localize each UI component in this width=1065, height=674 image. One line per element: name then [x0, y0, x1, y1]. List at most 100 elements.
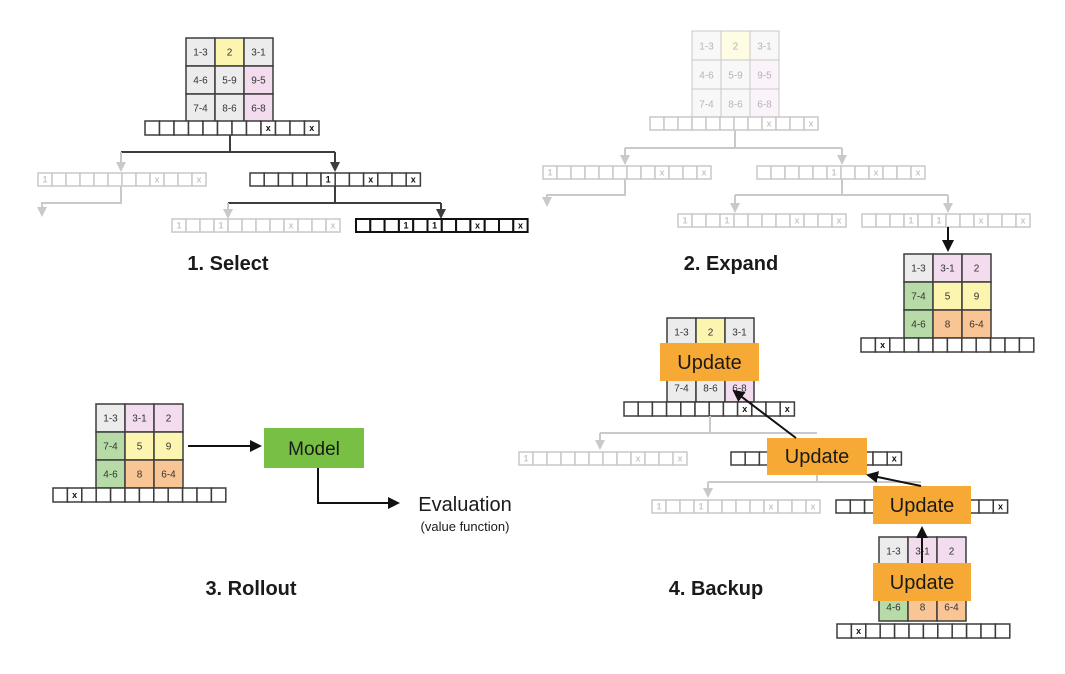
update-l1-label: Update: [785, 446, 850, 468]
bar-cell: [893, 623, 910, 639]
bar-cell: [875, 213, 891, 228]
board-cell-label: 8-6: [703, 384, 718, 395]
board-cell: [961, 309, 992, 339]
bar-cell: [917, 337, 934, 353]
one-mark: 1: [698, 501, 703, 511]
bar-cell: [574, 451, 590, 466]
bar-cell: [889, 337, 905, 353]
bar-cell: [978, 499, 995, 514]
bar-cell: [992, 499, 1009, 514]
bar-cell: [269, 218, 285, 233]
board-cell: [903, 281, 934, 311]
bar-cell: [640, 165, 656, 180]
bar-cell: [274, 120, 291, 136]
bar-cell: [691, 116, 707, 131]
board-cell-label: 6-8: [732, 384, 747, 395]
bar-cell: [405, 172, 422, 187]
bar-cell: [227, 218, 243, 233]
one-mark: 1: [218, 220, 223, 230]
bar-cell: [135, 172, 151, 187]
bar-cell: [775, 213, 791, 228]
bar-cell: [975, 337, 992, 353]
bar-cell: [644, 451, 660, 466]
x-mark: x: [810, 501, 815, 511]
bar-cell: [696, 165, 712, 180]
board-cell: [724, 317, 755, 347]
bar-cell: [291, 172, 308, 187]
bar-cell: [1018, 337, 1035, 353]
bar-cell: [872, 451, 888, 466]
bar-cell: [770, 165, 786, 180]
bar-cell: [153, 487, 169, 503]
board-cell-label: 1-3: [674, 328, 689, 339]
board-cell-label: 2: [708, 328, 714, 339]
board-cell-label: 9: [974, 292, 980, 303]
bar-cell: [1015, 213, 1031, 228]
bar-cell: [560, 451, 576, 466]
bar-cell: [483, 218, 501, 233]
board-cell: [153, 403, 184, 433]
bar-cell: [917, 213, 933, 228]
evaluation-label: Evaluation: [418, 494, 511, 516]
bar-cell: [303, 120, 320, 136]
bar-cell: [694, 401, 710, 417]
bar-cell: [187, 120, 204, 136]
bar-cell: [831, 213, 847, 228]
x-mark: x: [768, 501, 773, 511]
board-cell-label: 5: [137, 442, 143, 453]
rollout-bar: x: [52, 487, 227, 503]
board-cell-label: 6-4: [161, 470, 176, 481]
x-mark: x: [309, 123, 314, 133]
bar-cell: [980, 623, 997, 639]
x-mark: x: [794, 215, 799, 225]
board-cell: [95, 403, 126, 433]
board-cell-label: 7-4: [193, 104, 208, 115]
board-cell-label: 2: [227, 48, 233, 59]
bar-cell: [598, 165, 614, 180]
bar-cell: [651, 401, 668, 417]
bar-cell: [95, 487, 112, 503]
board-cell-label: 8: [920, 603, 926, 614]
step-expand-label: 2. Expand: [684, 253, 778, 275]
x-mark: x: [880, 340, 885, 350]
bar-cell: [835, 499, 852, 514]
board-cell-label: 3-1: [251, 48, 266, 59]
step-rollout-label: 3. Rollout: [205, 578, 296, 600]
bar-cell: [882, 165, 898, 180]
one-mark: 1: [682, 215, 687, 225]
board-cell: [749, 88, 780, 119]
bar-cell: [679, 499, 695, 514]
bar-cell: [798, 165, 814, 180]
one-mark: 1: [831, 167, 836, 177]
bar-cell: [637, 401, 654, 417]
x-mark: x: [475, 220, 480, 230]
bar-cell: [779, 401, 796, 417]
update-l2-box: [873, 486, 971, 524]
one-mark: 1: [42, 174, 47, 184]
board-cell: [214, 37, 245, 67]
board-cell: [124, 403, 155, 433]
board-cell-label: 4-6: [699, 70, 714, 81]
bar-cell: [556, 165, 572, 180]
x-mark: x: [368, 174, 373, 184]
board-cell-label: 3-1: [757, 41, 772, 52]
board-cell-label: 9: [166, 442, 172, 453]
bar-cell: [722, 401, 739, 417]
bar-cell: [665, 401, 682, 417]
board-cell-label: 4-6: [103, 470, 118, 481]
board-cell-label: 5: [945, 292, 951, 303]
update-leaf-box: [873, 563, 971, 601]
x-mark: x: [411, 174, 416, 184]
x-mark: x: [196, 174, 201, 184]
bar-cell: [677, 116, 693, 131]
bar-cell: [196, 487, 213, 503]
board-cell-label: 8: [945, 320, 951, 331]
bar-cell: [721, 499, 737, 514]
bar-cell: [987, 213, 1003, 228]
board-cell-label: 2: [974, 264, 980, 275]
x-mark: x: [677, 453, 682, 463]
